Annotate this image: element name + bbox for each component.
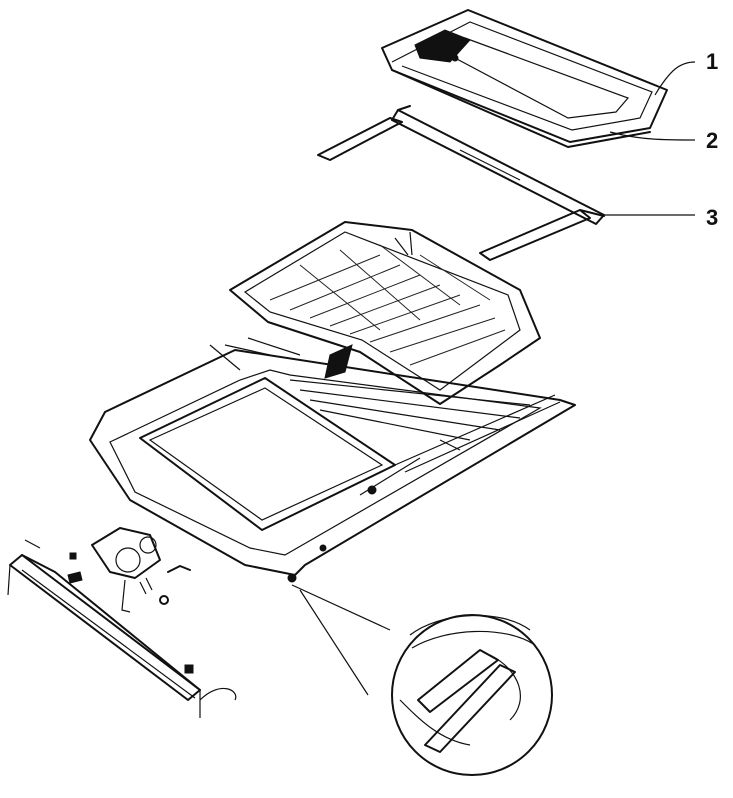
front-rail [317,105,605,261]
detail-inset-circle [391,614,553,776]
callout-number-2: 2 [706,128,719,153]
glass-panel [381,9,668,148]
mechanism-frame [229,221,541,405]
main-frame [89,337,576,583]
callout-1-leader [654,61,696,96]
callout-2-leader [609,131,696,141]
detail-leader [291,584,391,696]
trim-strip [7,539,237,718]
small-fasteners [67,552,191,605]
callout-number-1: 1 [706,49,719,74]
callout-leaders [604,61,696,216]
callout-number-3: 3 [706,205,719,230]
drive-motor [91,527,161,613]
